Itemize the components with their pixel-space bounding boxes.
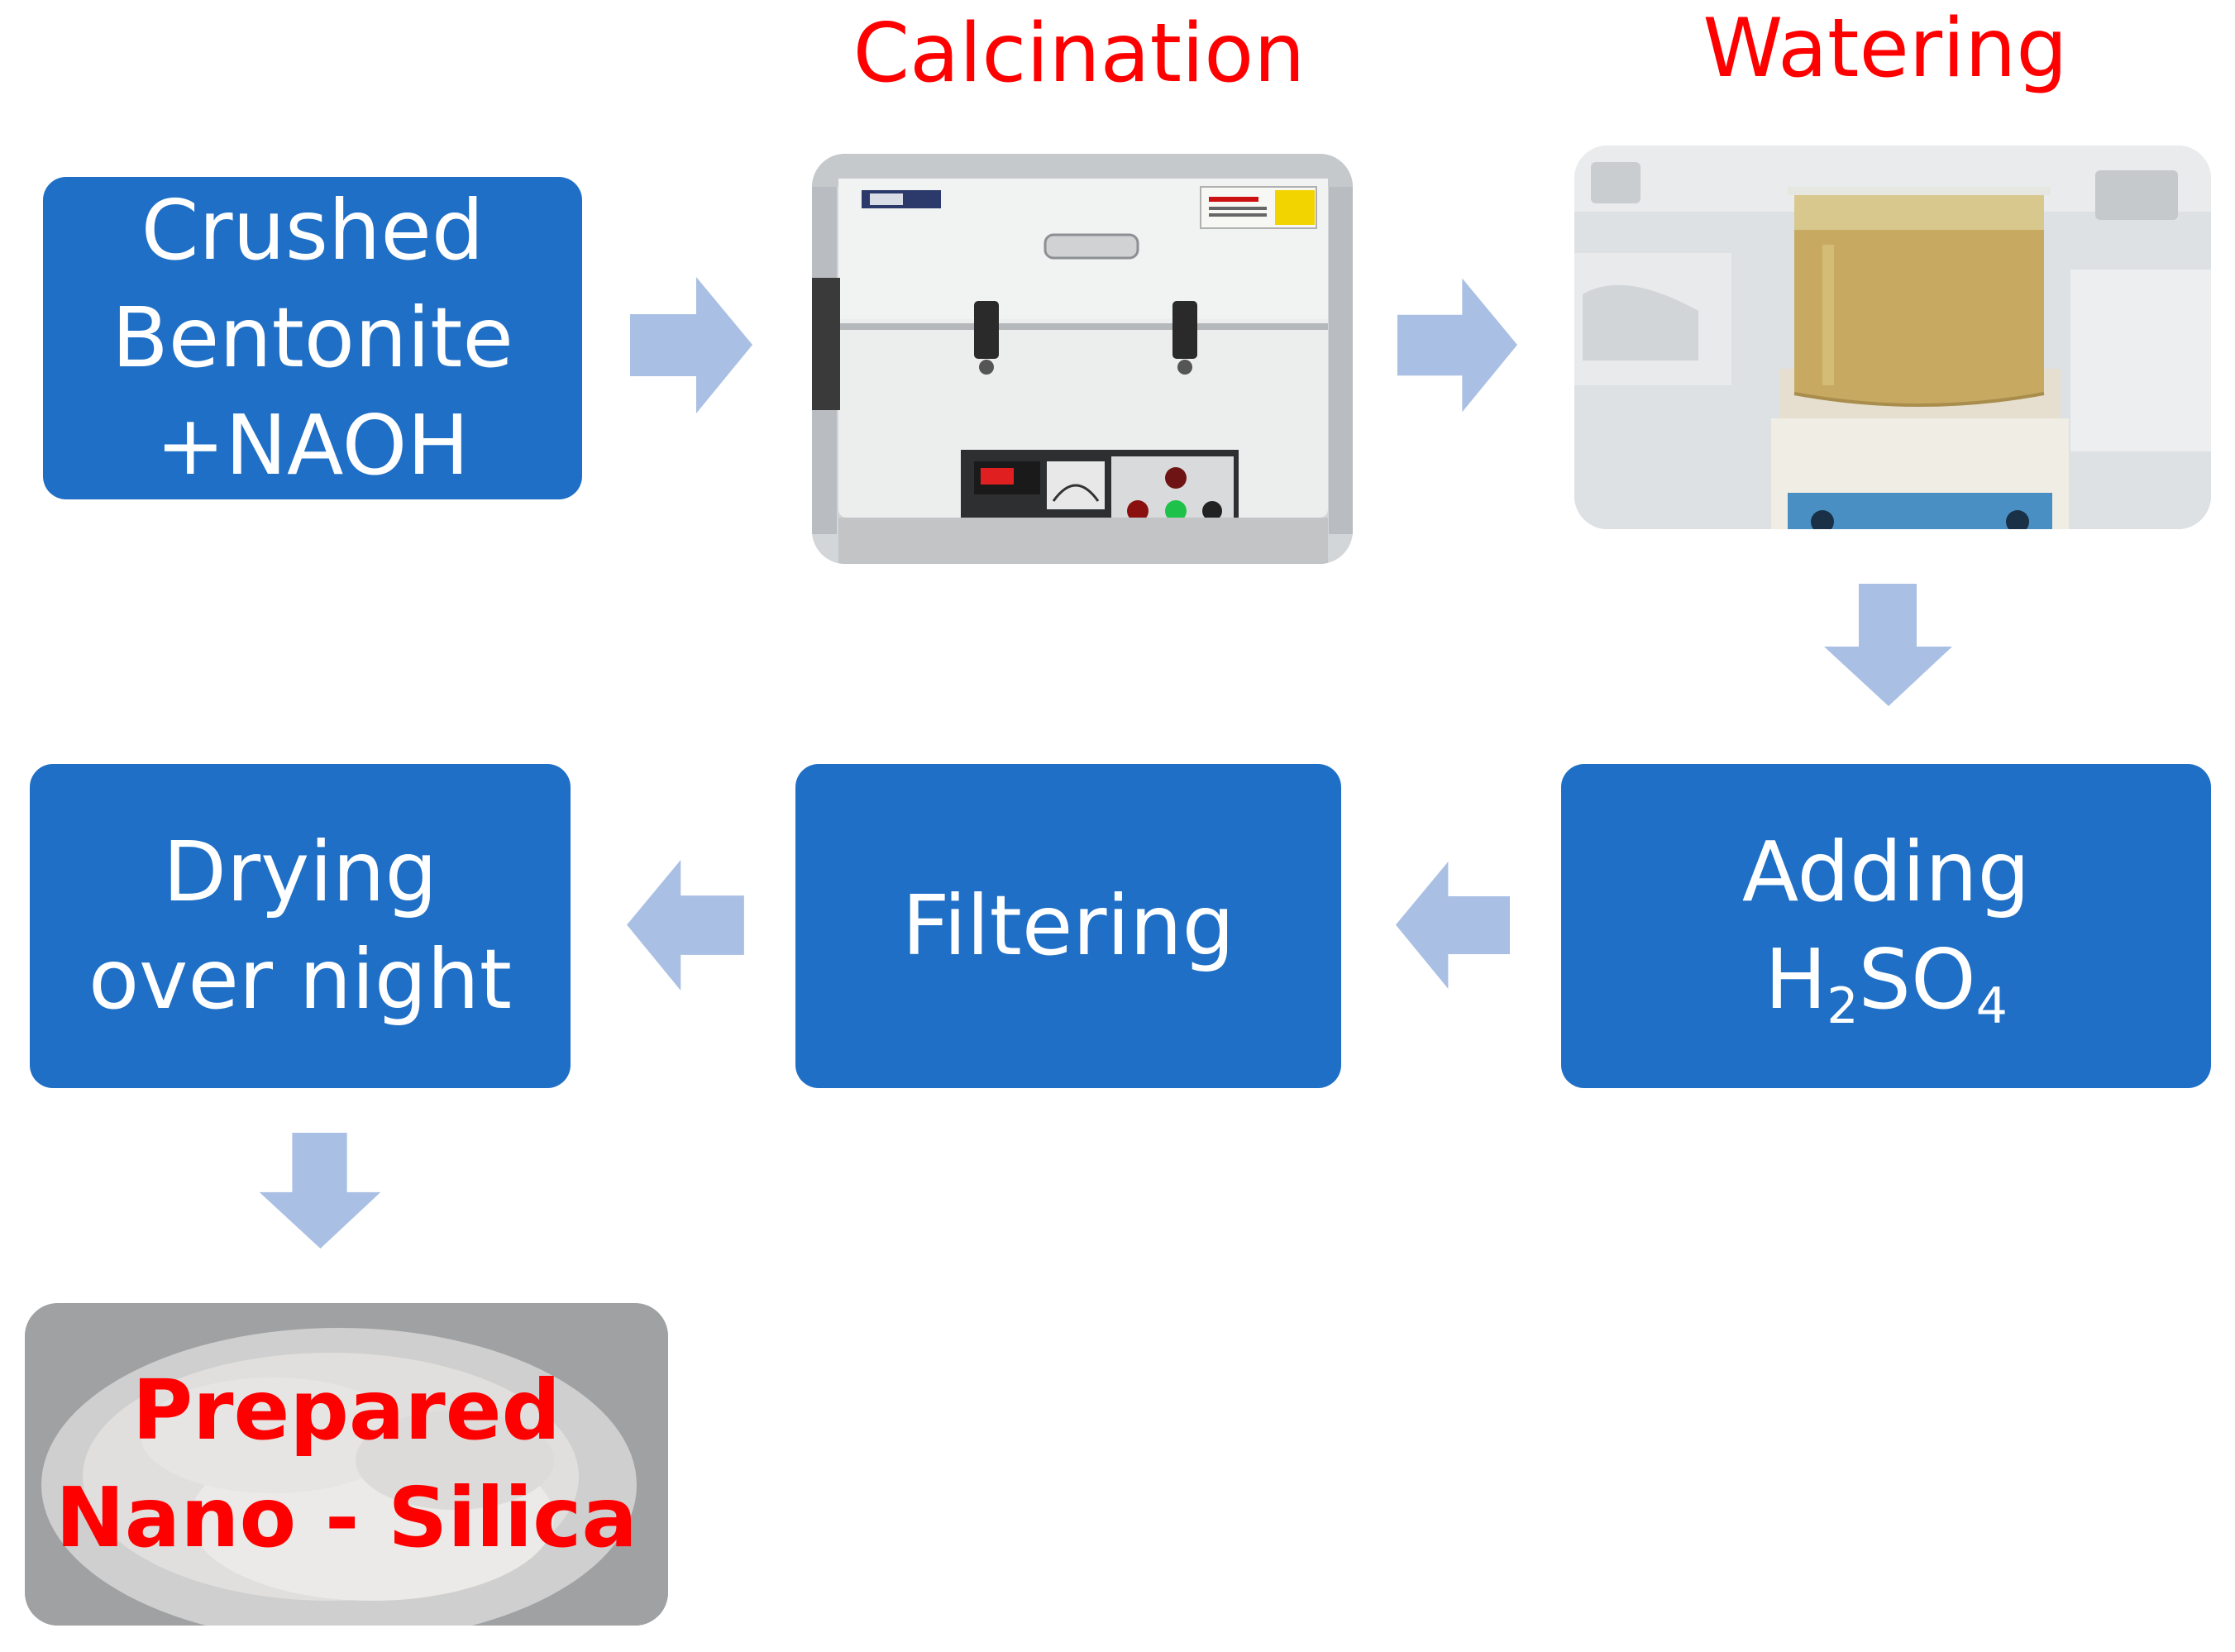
block-arrow-icon: [259, 1133, 381, 1249]
arrow-right-2: [1397, 277, 1517, 413]
step-crushed-line1: Crushed: [141, 182, 485, 279]
arrow-right-1: [630, 277, 752, 413]
step-drying: Drying over night: [30, 764, 571, 1088]
acid-formula: H2SO4: [1765, 926, 2008, 1034]
step-crushed-line3: +NAOH: [155, 397, 470, 494]
final-line2: Nano - Silica: [55, 1469, 638, 1566]
block-arrow-icon: [1824, 584, 1952, 706]
formula-so: SO: [1858, 931, 1976, 1028]
block-arrow-icon: [1397, 278, 1517, 413]
formula-h: H: [1765, 931, 1827, 1028]
step-crushed-bentonite: Crushed Bentonite +NAOH: [43, 177, 582, 499]
step-drying-line1: Drying: [163, 824, 437, 920]
formula-h-sub: 2: [1827, 977, 1859, 1035]
beaker-photo: [1574, 146, 2211, 529]
arrow-left-2: [627, 860, 744, 991]
step-crushed-line2: Bentonite: [112, 289, 513, 386]
formula-so-sub: 4: [1975, 977, 2008, 1035]
step-drying-line2: over night: [88, 931, 512, 1028]
block-arrow-icon: [630, 277, 752, 413]
step-filtering-label: Filtering: [901, 877, 1235, 974]
heading-watering: Watering: [1703, 2, 2068, 96]
silica-powder-photo: Prepared Nano - Silica: [25, 1303, 668, 1626]
step-adding-line1: Adding: [1741, 824, 2031, 920]
furnace-photo: [812, 154, 1353, 564]
final-product-label: Prepared Nano - Silica: [25, 1303, 668, 1626]
step-adding-acid: Adding H2SO4: [1561, 764, 2211, 1088]
arrow-down-1: [1824, 584, 1952, 706]
arrow-left-1: [1396, 860, 1510, 991]
tube-furnace-photo: [812, 154, 1353, 564]
block-arrow-icon: [627, 860, 744, 991]
heading-calcination: Calcination: [852, 7, 1306, 101]
silica-powder-photo-image: [25, 1303, 668, 1626]
step-filtering: Filtering: [795, 764, 1341, 1088]
beaker-on-stirrer-photo: [1574, 146, 2211, 529]
final-line1: Prepared: [131, 1362, 561, 1459]
arrow-down-2: [255, 1133, 385, 1249]
block-arrow-icon: [1396, 862, 1510, 989]
